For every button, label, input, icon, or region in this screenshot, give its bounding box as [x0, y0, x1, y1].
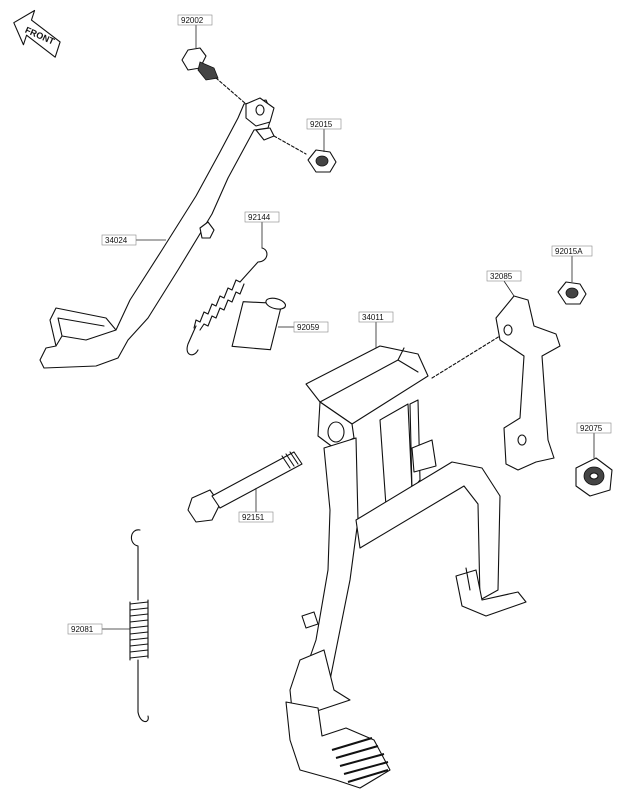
spring-92144[interactable]	[186, 247, 268, 356]
callout-32085: 32085	[486, 270, 522, 297]
callout-label: 92075	[580, 424, 603, 433]
callout-92081: 92081	[67, 623, 130, 635]
pivot-bolt-92151[interactable]	[187, 451, 303, 523]
callout-92002: 92002	[177, 14, 213, 48]
callout-label: 92144	[248, 213, 271, 222]
nut-92015A[interactable]	[557, 281, 587, 305]
callout-92144: 92144	[244, 211, 280, 248]
callout-label: 92059	[297, 323, 320, 332]
callout-92015A: 92015A	[551, 245, 593, 282]
bolt-92002[interactable]	[181, 47, 247, 105]
callout-92059: 92059	[278, 321, 329, 333]
main-stand-34011[interactable]	[285, 345, 527, 789]
collar-92059[interactable]	[231, 294, 287, 356]
front-direction-arrow: FRONT	[13, 9, 61, 58]
callout-label: 34024	[105, 236, 128, 245]
callout-34024: 34024	[101, 234, 166, 246]
spring-92081[interactable]	[129, 529, 149, 723]
callout-label: 32085	[490, 272, 513, 281]
bushing-92075[interactable]	[575, 457, 613, 497]
callout-label: 92081	[71, 625, 94, 634]
callout-34011: 34011	[358, 311, 394, 348]
callout-label: 92015	[310, 120, 333, 129]
callout-92075: 92075	[576, 422, 612, 458]
callout-92015: 92015	[306, 118, 342, 152]
callout-label: 92002	[181, 16, 204, 25]
callout-label: 92151	[242, 513, 265, 522]
callout-label: 92015A	[555, 247, 583, 256]
nut-92015[interactable]	[273, 135, 337, 173]
bracket-32085[interactable]	[431, 295, 561, 471]
callout-92151: 92151	[238, 488, 274, 523]
callout-label: 34011	[362, 313, 384, 322]
